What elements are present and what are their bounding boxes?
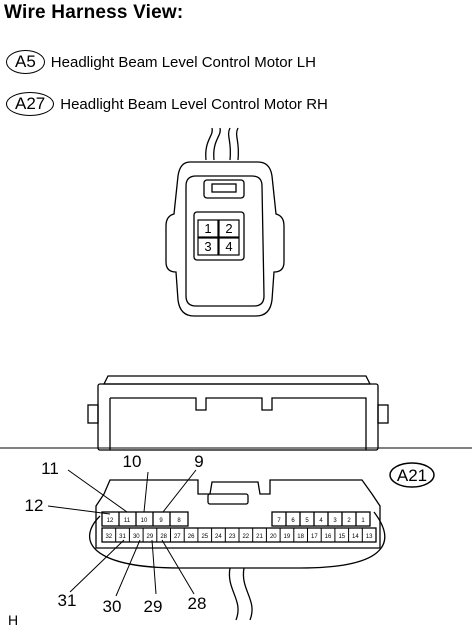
pin-number: 13 <box>366 534 373 540</box>
page-title: Wire Harness View: <box>4 2 184 23</box>
pin-number: 25 <box>201 534 208 540</box>
callout-label: 12 <box>25 496 44 515</box>
top-pin-row <box>101 511 371 527</box>
pin-number: 31 <box>119 534 126 540</box>
pin-number: 27 <box>174 534 181 540</box>
connector-name-label: Headlight Beam Level Control Motor RH <box>60 95 328 113</box>
callout-leaders <box>47 469 197 597</box>
pin-number: 3 <box>333 518 337 524</box>
pin-number: 14 <box>352 534 359 540</box>
pin-number: 28 <box>160 534 167 540</box>
ecu-connector-face <box>89 479 386 621</box>
motor-pin-grid <box>197 219 240 256</box>
figure-code: H <box>8 612 19 628</box>
pin-number: 21 <box>256 534 263 540</box>
callout-label: 9 <box>194 452 203 471</box>
pin-number: 23 <box>229 534 236 540</box>
callout-label: 30 <box>103 597 122 616</box>
pin-number: 20 <box>270 534 277 540</box>
ecu-code-badge <box>389 462 435 488</box>
pin-number: 7 <box>277 518 281 524</box>
pin-number: 10 <box>141 518 148 524</box>
connector-a5-row: A5 Headlight Beam Level Control Motor LH <box>6 50 316 74</box>
pin-number: 26 <box>188 534 195 540</box>
connector-name-label: Headlight Beam Level Control Motor LH <box>50 53 316 71</box>
ecu-connector-body <box>87 375 389 451</box>
callout-label: 10 <box>123 452 142 471</box>
callout-label: 28 <box>188 594 207 613</box>
callout-label: 29 <box>144 597 163 616</box>
pin-3-label: 3 <box>204 239 211 254</box>
pin-number: 32 <box>105 534 112 540</box>
pin-2-label: 2 <box>225 221 232 236</box>
pin-number: 18 <box>297 534 304 540</box>
pin-number: 9 <box>159 518 163 524</box>
pin-number: 19 <box>284 534 291 540</box>
pin-number: 4 <box>319 518 323 524</box>
pin-number: 1 <box>361 518 365 524</box>
pin-number: 5 <box>305 518 309 524</box>
pin-number: 22 <box>242 534 249 540</box>
pin-number: 30 <box>133 534 140 540</box>
pin-number: 17 <box>311 534 318 540</box>
pin-number: 15 <box>338 534 345 540</box>
pin-number: 8 <box>177 518 181 524</box>
pin-number: 29 <box>147 534 154 540</box>
pin-1-label: 1 <box>204 221 211 236</box>
callout-label: 11 <box>41 459 59 478</box>
connector-code-badge: A27 <box>6 92 55 116</box>
callout-label: 31 <box>58 591 77 610</box>
pin-number: 24 <box>215 534 222 540</box>
pin-number: 16 <box>325 534 332 540</box>
connector-code-badge: A5 <box>6 50 45 74</box>
pin-number: 2 <box>347 518 351 524</box>
pin-number: 6 <box>291 518 295 524</box>
pin-number: 12 <box>107 518 114 524</box>
pin-number: 11 <box>124 518 131 524</box>
pin-4-label: 4 <box>225 239 232 254</box>
ecu-code-label: A21 <box>397 466 427 485</box>
motor-connector <box>165 127 285 317</box>
connector-a27-row: A27 Headlight Beam Level Control Motor R… <box>6 92 328 116</box>
